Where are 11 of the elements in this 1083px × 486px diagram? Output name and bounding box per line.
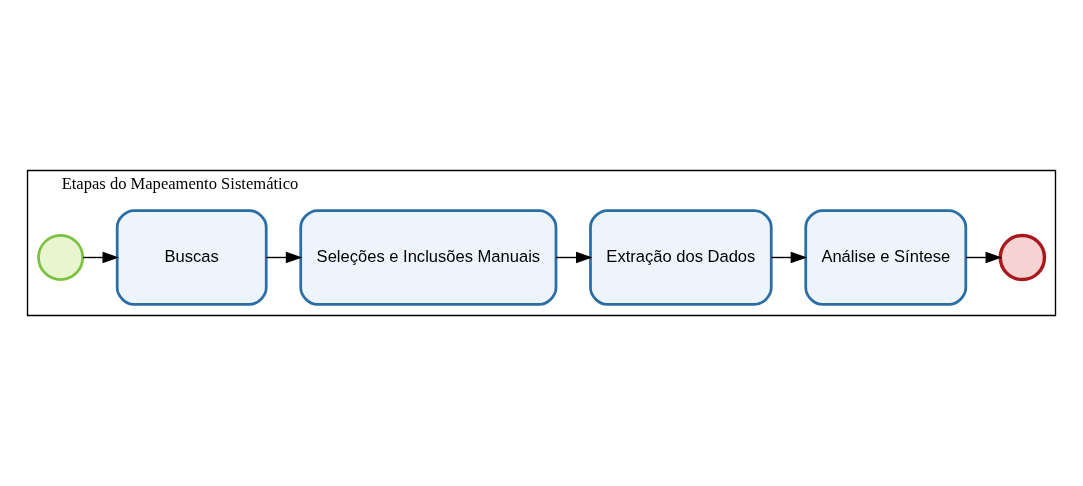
arrow <box>265 251 303 264</box>
arrow <box>82 251 120 264</box>
node-circle <box>37 234 85 281</box>
node-circle <box>998 233 1047 282</box>
node-box: Extração dos Dados <box>589 209 773 306</box>
node-box: Análise e Síntese <box>804 209 968 306</box>
arrow <box>555 251 593 264</box>
node-box: Buscas <box>115 209 268 306</box>
arrow <box>770 251 808 264</box>
arrow <box>965 251 1003 264</box>
node-box: Seleções e Inclusões Manuais <box>299 209 558 306</box>
